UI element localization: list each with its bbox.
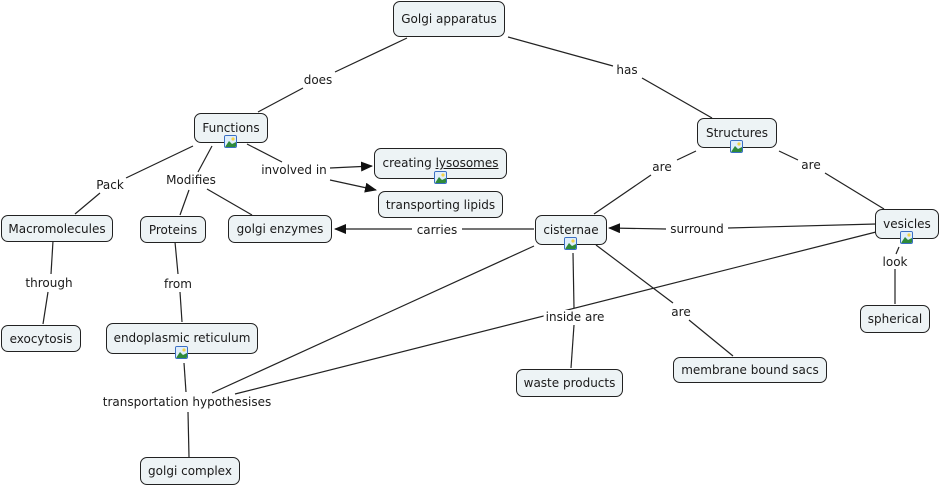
line-cisternae-are-sacs — [595, 244, 674, 304]
link-label-are-sacs: are — [669, 305, 693, 319]
node-label: exocytosis — [9, 332, 73, 346]
image-resource-icon[interactable] — [224, 135, 237, 148]
line-functions-modifies — [197, 145, 213, 173]
node-label: creating lysosomes — [375, 156, 506, 170]
node-label: golgi complex — [148, 464, 232, 478]
line-golgi-has — [507, 36, 614, 67]
image-resource-icon[interactable] — [175, 346, 188, 359]
line-vesicles-surround — [727, 223, 877, 229]
node-endoplasmic-reticulum[interactable]: endoplasmic reticulum — [106, 323, 258, 359]
node-structures[interactable]: Structures — [697, 118, 777, 153]
link-label-inside-are: inside are — [543, 310, 607, 324]
link-label-are-vesicles: are — [799, 158, 823, 172]
link-label-has: has — [614, 63, 640, 77]
line-structures-are-left — [676, 150, 697, 161]
node-golgi-apparatus[interactable]: Golgi apparatus — [393, 1, 505, 37]
node-cisternae[interactable]: cisternae — [535, 215, 607, 250]
line-modifies-proteins — [179, 189, 190, 216]
link-label-involved-in: involved in — [259, 163, 329, 177]
link-label-modifies: Modifies — [164, 173, 218, 187]
node-label: membrane bound sacs — [681, 363, 819, 377]
line-cisternae-hyp — [211, 245, 535, 394]
node-proteins[interactable]: Proteins — [140, 216, 206, 243]
line-er-hyp — [183, 362, 187, 393]
line-through-exocytosis — [42, 291, 49, 325]
line-cisternae-inside — [572, 252, 575, 309]
line-surround-cisternae — [608, 223, 667, 234]
line-functions-involved — [246, 143, 283, 163]
line-from-er — [179, 291, 183, 323]
link-label-through: through — [23, 276, 75, 290]
link-label-carries: carries — [414, 223, 460, 237]
node-functions[interactable]: Functions — [194, 113, 268, 148]
link-label-transportation-hypothesises: transportation hypothesises — [100, 395, 274, 409]
line-involved-lysosomes — [329, 161, 373, 172]
node-membrane-bound-sacs[interactable]: membrane bound sacs — [673, 357, 827, 383]
line-are-cisternae — [593, 174, 652, 215]
node-label: vesicles — [883, 217, 931, 231]
link-label-are-cisternae: are — [650, 160, 674, 174]
line-golgi-does — [334, 37, 408, 73]
image-resource-icon[interactable] — [730, 140, 743, 153]
node-label: spherical — [867, 312, 923, 326]
node-label: Macromolecules — [8, 222, 106, 236]
node-spherical[interactable]: spherical — [860, 305, 930, 333]
line-has-structures — [641, 77, 713, 119]
node-golgi-enzymes[interactable]: golgi enzymes — [228, 215, 332, 243]
node-waste-products[interactable]: waste products — [516, 369, 623, 397]
link-label-surround: surround — [668, 222, 726, 236]
line-vesicles-look — [895, 246, 900, 255]
node-label: transporting lipids — [385, 198, 496, 212]
line-are-sacs — [688, 319, 734, 357]
node-transporting-lipids[interactable]: transporting lipids — [378, 191, 503, 218]
line-functions-pack — [125, 145, 194, 179]
link-label-pack: Pack — [94, 178, 126, 192]
node-label: Proteins — [148, 223, 198, 237]
line-involved-lipids — [329, 179, 377, 193]
link-label-does: does — [301, 73, 335, 87]
line-hyp-complex — [187, 411, 190, 458]
image-resource-icon[interactable] — [900, 231, 913, 244]
lysosomes-link[interactable]: lysosomes — [435, 156, 499, 170]
line-modifies-enzymes — [206, 188, 253, 216]
line-structures-are-right — [778, 150, 799, 161]
node-creating-lysosomes[interactable]: creating lysosomes — [374, 148, 507, 184]
node-vesicles[interactable]: vesicles — [875, 209, 939, 244]
label-prefix: creating — [382, 156, 436, 170]
line-proteins-from — [174, 241, 179, 275]
link-label-look: look — [880, 255, 910, 269]
line-macro-through — [50, 240, 54, 275]
node-label: endoplasmic reticulum — [113, 331, 251, 345]
node-label: Structures — [705, 126, 769, 140]
node-exocytosis[interactable]: exocytosis — [1, 325, 81, 352]
line-inside-waste — [570, 324, 575, 369]
line-pack-macro — [74, 192, 101, 215]
node-label: Functions — [202, 121, 260, 135]
node-macromolecules[interactable]: Macromolecules — [1, 215, 113, 242]
node-label: Golgi apparatus — [401, 12, 497, 26]
node-label: waste products — [523, 376, 616, 390]
node-label: cisternae — [543, 223, 599, 237]
line-are-vesicles — [824, 172, 885, 210]
node-golgi-complex[interactable]: golgi complex — [140, 457, 240, 485]
line-does-functions — [257, 87, 304, 113]
image-resource-icon[interactable] — [433, 171, 447, 184]
image-resource-icon[interactable] — [564, 237, 577, 250]
link-label-from: from — [162, 277, 194, 291]
node-label: golgi enzymes — [236, 222, 324, 236]
